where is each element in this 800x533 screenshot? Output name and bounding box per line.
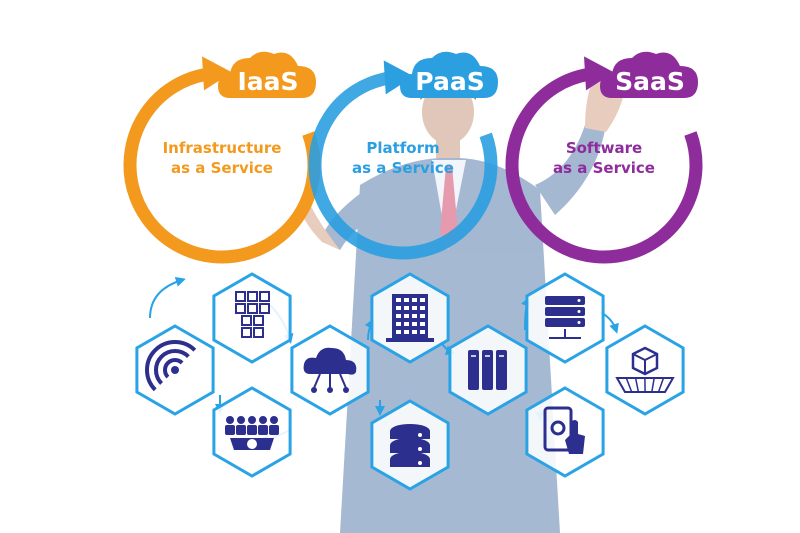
server-stack-icon	[545, 296, 585, 339]
cycle-title-line2: as a Service	[171, 159, 273, 177]
hexagon-cloud	[290, 324, 370, 416]
cycle-arc	[123, 67, 321, 264]
cycle-paas: PaaS Platform as a Service	[308, 51, 498, 260]
network-cubes-icon	[235, 291, 270, 338]
cycle-title-line1: Software	[566, 139, 642, 157]
database-icon	[390, 424, 430, 467]
hexagon-server-stack	[525, 272, 605, 364]
platform-cube-icon	[615, 346, 675, 393]
hexagon-cubes	[212, 272, 292, 364]
team-gear-icon	[225, 416, 279, 450]
cycle-abbr: IaaS	[237, 67, 298, 96]
cloud-shape	[600, 51, 698, 98]
wifi-signal-icon	[145, 340, 197, 392]
cycle-saas: SaaS Software as a Service	[505, 51, 703, 264]
hexagon-mobile	[525, 386, 605, 478]
hexagon-database	[370, 399, 450, 491]
cycle-title-line1: Platform	[366, 139, 439, 157]
cycle-abbr: PaaS	[415, 67, 484, 96]
hexagon-servers	[448, 324, 528, 416]
hexagon-team	[212, 386, 292, 478]
cycle-arc	[505, 67, 703, 264]
cloud-badge-iaas: IaaS	[218, 51, 316, 98]
hexagon-wifi	[135, 324, 215, 416]
cycle-arrowhead	[584, 56, 615, 91]
hexagon-platform	[605, 324, 685, 416]
cycle-title-line2: as a Service	[352, 159, 454, 177]
mobile-touch-icon	[543, 406, 585, 454]
cycle-arrowhead	[383, 60, 414, 95]
cycle-arc	[308, 71, 498, 260]
server-racks-icon	[468, 350, 507, 390]
cycle-title-line1: Infrastructure	[163, 139, 282, 157]
hexagon-building	[370, 272, 450, 364]
cycle-abbr: SaaS	[615, 67, 685, 96]
cycle-title-line2: as a Service	[553, 159, 655, 177]
cloud-badge-saas: SaaS	[600, 51, 698, 98]
cloud-shape	[218, 51, 316, 98]
cloud-network-icon	[303, 347, 357, 393]
office-building-icon	[386, 294, 434, 342]
cloud-badge-paas: PaaS	[400, 51, 498, 98]
cycle-iaas: IaaS Infrastructure as a Service	[123, 51, 321, 264]
cloud-shape	[400, 51, 498, 98]
cycle-arrowhead	[202, 56, 233, 91]
